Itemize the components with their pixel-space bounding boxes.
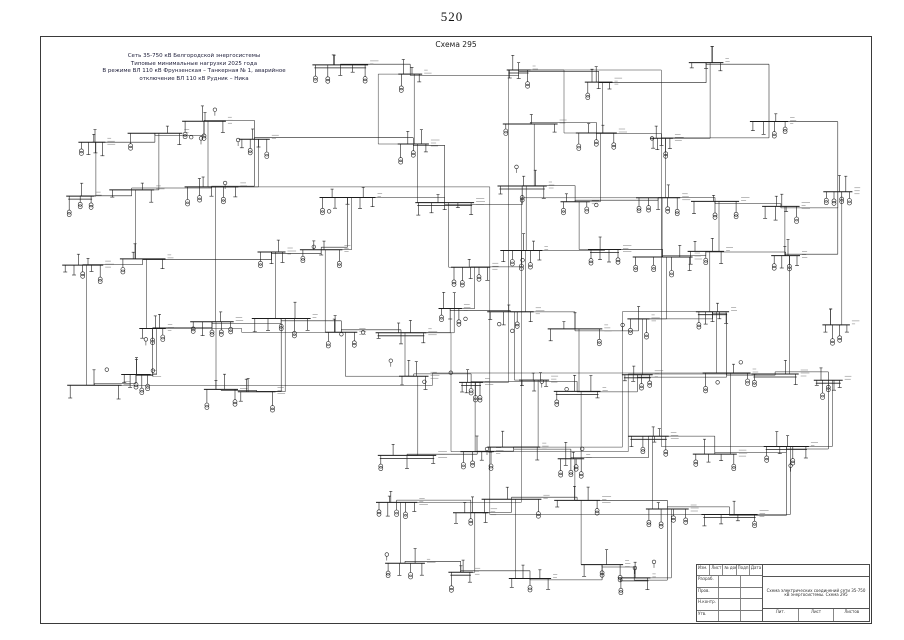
drawing-frame: Схема 295 Сеть 35-750 кВ Белгородской эн… <box>40 36 872 624</box>
stamp-blank-cell <box>741 588 762 598</box>
stamp-blank-cell <box>719 610 741 622</box>
annotation-line: Типовые минимальные нагрузки 2025 года <box>130 60 258 67</box>
title-block-right: Схема электрических соединений сети 35-7… <box>763 565 869 621</box>
stamp-bottom-row: Лит. Лист Листов <box>763 609 869 621</box>
annotation-line: отключение ВЛ 110 кВ Рудник – Ника <box>139 76 249 83</box>
stamp-col-label: Изм. <box>697 565 711 576</box>
stamp-role-label: Разраб. <box>697 576 719 587</box>
page-number: 520 <box>440 9 464 24</box>
title-block: Изм. Лист № докум. Подп. Дата Разраб. Пр… <box>696 564 870 622</box>
stamp-role-row: Пров. <box>697 587 762 600</box>
stamp-col-label: Подп. <box>737 565 750 576</box>
stamp-blank-cell <box>741 611 762 621</box>
annotation-line: В режиме ВЛ 110 кВ Фрунзенская – Танкерн… <box>102 68 286 75</box>
stamp-doc-number-cell <box>763 565 869 577</box>
stamp-role-row: Утв. <box>697 610 762 622</box>
stamp-role-label: Утв. <box>697 610 719 622</box>
stamp-col-label: Лист <box>710 565 724 576</box>
stamp-role-row: Н.контр. <box>697 599 762 611</box>
stamp-blank-cell <box>741 599 762 609</box>
stamp-sheet-label: Лист <box>799 609 835 621</box>
stamp-col-label: Дата <box>750 565 762 570</box>
schematic-svg <box>62 46 861 596</box>
stamp-role-row: Разраб. <box>697 576 762 588</box>
stamp-role-label: Пров. <box>697 587 719 599</box>
scheme-title: Схема 295 <box>435 40 477 49</box>
stamp-blank-cell <box>719 599 741 610</box>
regime-annotation: Сеть 35-750 кВ Белгородской энергосистем… <box>99 53 289 84</box>
stamp-col-label: № докум. <box>723 565 737 576</box>
stamp-doc-title: Схема электрических соединений сети 35-7… <box>763 577 869 609</box>
annotation-line: Сеть 35-750 кВ Белгородской энергосистем… <box>127 53 261 59</box>
stamp-role-label: Н.контр. <box>697 599 719 610</box>
stamp-blank-cell <box>719 587 741 599</box>
title-block-left: Изм. Лист № докум. Подп. Дата Разраб. Пр… <box>697 565 763 622</box>
stamp-blank-cell <box>741 576 762 586</box>
stamp-blank-cell <box>719 576 741 587</box>
stamp-header-row: Изм. Лист № докум. Подп. Дата <box>697 565 762 577</box>
stamp-lit-label: Лит. <box>763 609 799 621</box>
stamp-sheets-label: Листов <box>844 609 860 614</box>
